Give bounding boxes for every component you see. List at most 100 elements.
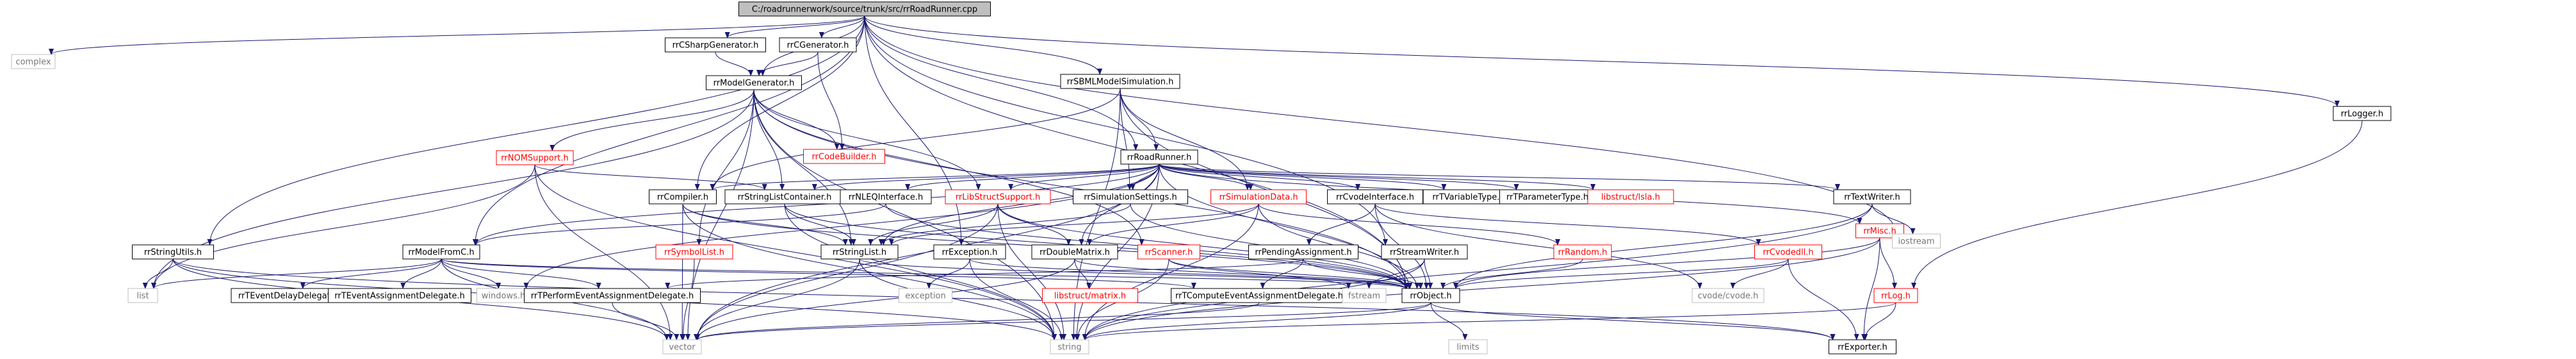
edge-stringlist-to-vector [694,258,860,340]
edge-simdata-to-doublematrix [1087,203,1259,246]
edge-doublematrix-to-object [1074,258,1408,289]
node-rrexporter-h[interactable]: rrExporter.h [1829,339,1896,355]
node-box [496,150,574,165]
edge-cvodeiface-to-cvodedll [1374,203,1761,246]
node-label: rrLibStructSupport.h [956,193,1041,203]
node-box [803,149,885,164]
node-rrpendingassignment-h[interactable]: rrPendingAssignment.h [1248,244,1358,260]
node-rrstreamwriter-h[interactable]: rrStreamWriter.h [1381,244,1468,260]
node-rrtperformeventassignmentdelegate-h[interactable]: rrTPerformEventAssignmentDelegate.h [524,288,701,303]
node-label: rrNOMSupport.h [501,154,568,163]
node-rrtextwriter-h[interactable]: rrTextWriter.h [1833,189,1911,205]
node-rrroadrunner-h[interactable]: rrRoadRunner.h [1120,149,1198,165]
node-box [1211,189,1307,205]
node-box [649,189,717,205]
node-rrnomsupport-h[interactable]: rrNOMSupport.h [496,150,574,165]
node-box [1754,244,1822,260]
node-label: rrTEventDelayDelegate.h [238,292,343,301]
edge-root-to-streamwriter [864,15,1388,246]
node-label: rrStringUtils.h [144,248,202,258]
node-box [655,244,733,260]
edge-csharpgen-to-modelgen [715,51,754,76]
node-list: list [127,288,158,303]
node-rrcsharpgenerator-h[interactable]: rrCSharpGenerator.h [665,37,766,53]
edge-libstruct-to-object [997,203,1408,289]
node-box [132,244,214,260]
node-rrteventassignmentdelegate-h[interactable]: rrTEventAssignmentDelegate.h [328,288,471,303]
edge-misc-to-log [1879,237,1897,289]
node-label: rrTPerformEventAssignmentDelegate.h [531,292,694,301]
edge-nomsupport-to-vector [534,164,673,340]
edge-roadrunnerh-to-libstruct [1008,163,1160,190]
node-rrcvodedll-h[interactable]: rrCvodedll.h [1754,244,1822,260]
node-box [127,288,158,303]
node-rrobject-h[interactable]: rrObject.h [1401,288,1460,303]
node-rrtparametertype-h[interactable]: rrTParameterType.h [1499,189,1595,205]
node-rrtcomputeeventassignmentdelegate-h[interactable]: rrTComputeEventAssignmentDelegate.h [1171,288,1348,303]
node-rrcodebuilder-h[interactable]: rrCodeBuilder.h [803,149,885,164]
node-rrstringlistcontainer-h[interactable]: rrStringListContainer.h [724,189,845,205]
node-label: rrTextWriter.h [1844,193,1900,203]
node-rrmisc-h[interactable]: rrMisc.h [1855,223,1904,238]
node-rrsymbollist-h[interactable]: rrSymbolList.h [655,244,733,260]
node-fstream: fstream [1342,288,1387,303]
edge-simsettings-to-stringlist [878,203,1131,246]
node-rrtvariabletype-h[interactable]: rrTVariableType.h [1423,189,1515,205]
edge-modelgen-to-scanner [753,89,1145,246]
node-rrmodelfromc-h[interactable]: rrModelFromC.h [402,244,480,260]
node-libstruct-lsla-h[interactable]: libstruct/lsla.h [1587,189,1674,205]
node-box [662,339,702,355]
edge-scanner-to-fstream [1168,258,1351,289]
node-rrcompiler-h[interactable]: rrCompiler.h [649,189,717,205]
node-label: vector [669,343,696,353]
node-layer: C:/roadrunnerwork/source/trunk/src/rrRoa… [11,1,2392,355]
node-c-roadrunnerwork-source-trunk-src-rrroadrunner-cpp[interactable]: C:/roadrunnerwork/source/trunk/src/rrRoa… [738,1,991,17]
node-label: rrCGenerator.h [787,41,849,51]
node-rrexception-h[interactable]: rrException.h [933,244,1006,260]
edge-nomsupport-to-stringlistcontainer [534,164,767,190]
node-label: rrTEventAssignmentDelegate.h [334,292,465,301]
node-rrstringutils-h[interactable]: rrStringUtils.h [132,244,214,260]
edge-roadrunnerh-to-tvariable [1159,163,1447,190]
node-rrcvodeinterface-h[interactable]: rrCvodeInterface.h [1327,189,1423,205]
node-rrnleqinterface-h[interactable]: rrNLEQInterface.h [840,189,932,205]
node-label: rrScanner.h [1145,248,1193,258]
node-label: rrSBMLModelSimulation.h [1067,78,1174,87]
node-label: rrStreamWriter.h [1390,248,1459,258]
node-box [1448,339,1488,355]
node-label: rrTParameterType.h [1506,193,1588,203]
node-box [328,288,471,303]
node-box [1855,223,1904,238]
node-rrlog-h[interactable]: rrLog.h [1873,288,1918,303]
node-label: rrPendingAssignment.h [1255,248,1351,258]
edge-cvodedll-to-object [1453,258,1789,289]
node-label: windows.h [482,292,525,301]
node-rrdoublematrix-h[interactable]: rrDoubleMatrix.h [1031,244,1118,260]
edge-cvodeiface-to-cvode [1374,203,1702,289]
edge-roadrunnerh-to-simdata [1159,163,1253,190]
node-box [1553,244,1612,260]
node-rrrandom-h[interactable]: rrRandom.h [1553,244,1612,260]
node-box [1829,339,1896,355]
node-label: rrObject.h [1410,292,1451,301]
edge-modelfromc-to-tperformevent [441,258,601,289]
node-rrteventdelaydelegate-h[interactable]: rrTEventDelayDelegate.h [231,288,351,303]
edge-sbmlsim-to-simdata [1120,88,1250,190]
node-windows-h: windows.h [477,288,530,303]
node-rrlibstructsupport-h[interactable]: rrLibStructSupport.h [945,189,1051,205]
node-libstruct-matrix-h[interactable]: libstruct/matrix.h [1042,288,1138,303]
node-rrlogger-h[interactable]: rrLogger.h [2333,106,2392,121]
edge-modelgen-to-stringlist [753,89,854,246]
node-rrsimulationdata-h[interactable]: rrSimulationData.h [1211,189,1307,205]
node-rrmodelgenerator-h[interactable]: rrModelGenerator.h [706,75,802,90]
node-box [820,244,899,260]
node-label: libstruct/matrix.h [1054,292,1126,301]
node-rrstringlist-h[interactable]: rrStringList.h [820,244,899,260]
node-label: limits [1456,343,1480,353]
node-rrsimulationsettings-h[interactable]: rrSimulationSettings.h [1073,189,1188,205]
node-rrsbmlmodelsimulation-h[interactable]: rrSBMLModelSimulation.h [1060,74,1180,89]
node-label: rrCodeBuilder.h [812,153,877,162]
node-label: rrSimulationSettings.h [1084,193,1177,203]
node-rrcgenerator-h[interactable]: rrCGenerator.h [779,37,857,53]
node-rrscanner-h[interactable]: rrScanner.h [1137,244,1200,260]
